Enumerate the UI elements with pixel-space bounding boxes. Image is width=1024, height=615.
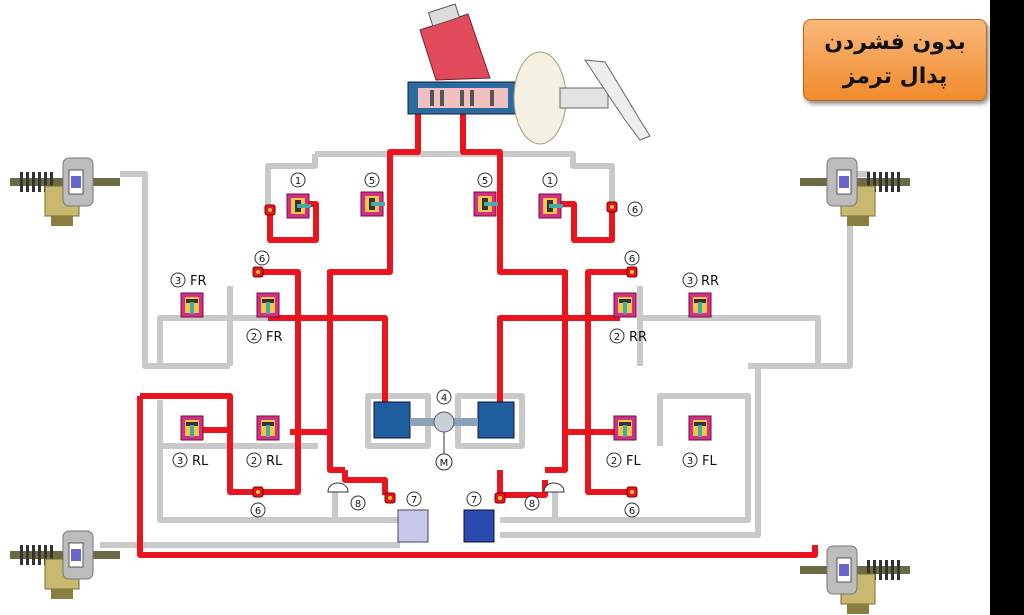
marker-4: 4 xyxy=(441,393,447,404)
marker-3: 3 xyxy=(175,276,181,287)
marker-3: 3 xyxy=(687,276,693,287)
inlet-valves xyxy=(286,191,564,219)
status-callout: بدون فشردن پدال ترمز xyxy=(803,19,987,101)
label-fl-2: FL xyxy=(626,454,641,469)
right-edge-bar xyxy=(990,0,1024,615)
abs-hydraulic-diagram: 1 5 5 1 6 6 6 3 3 2 2 4 3 2 2 3 8 8 7 7 … xyxy=(9,3,911,615)
marker-6: 6 xyxy=(255,506,261,517)
marker-5: 5 xyxy=(369,176,375,187)
marker-5: 5 xyxy=(482,176,488,187)
label-rr-2: RR xyxy=(629,330,647,345)
wheel-rl xyxy=(9,530,121,600)
brake-booster xyxy=(513,51,651,145)
marker-7: 7 xyxy=(471,495,477,506)
label-rl-2: RL xyxy=(266,454,283,469)
marker-1: 1 xyxy=(295,176,301,187)
marker-2: 2 xyxy=(614,332,620,343)
wheel-labels: FR FR RR RR RL RL FL FL M xyxy=(190,274,719,469)
master-cylinder xyxy=(407,3,519,115)
label-rr-3: RR xyxy=(701,274,719,289)
marker-2: 2 xyxy=(251,456,257,467)
marker-8: 8 xyxy=(529,499,535,510)
marker-2: 2 xyxy=(611,456,617,467)
marker-6: 6 xyxy=(632,205,638,216)
callout-line-1: بدون فشردن xyxy=(824,30,966,55)
accumulators xyxy=(327,482,565,543)
callout-line-2: پدال ترمز xyxy=(842,64,948,89)
marker-1: 1 xyxy=(547,176,553,187)
label-fl-3: FL xyxy=(702,454,717,469)
pressure-lines xyxy=(137,112,818,558)
marker-6: 6 xyxy=(629,254,635,265)
marker-8: 8 xyxy=(355,499,361,510)
marker-6: 6 xyxy=(629,506,635,517)
marker-6: 6 xyxy=(259,254,265,265)
wheel-fl xyxy=(9,157,121,227)
marker-2: 2 xyxy=(251,332,257,343)
label-fr-2: FR xyxy=(266,330,283,345)
marker-3: 3 xyxy=(687,456,693,467)
marker-7: 7 xyxy=(411,495,417,506)
number-markers: 1 5 5 1 6 6 6 3 3 2 2 4 3 2 2 3 8 8 7 7 … xyxy=(170,172,698,518)
marker-3: 3 xyxy=(177,456,183,467)
wheel-fr xyxy=(799,157,911,227)
motor-label: M xyxy=(440,458,449,469)
label-fr-3: FR xyxy=(190,274,207,289)
pump-motor-unit xyxy=(373,401,515,471)
label-rl-3: RL xyxy=(192,454,209,469)
